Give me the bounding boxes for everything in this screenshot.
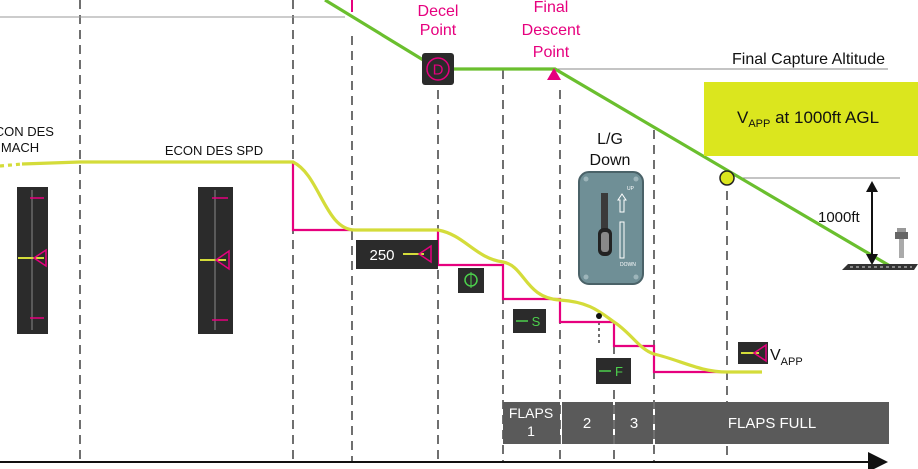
- vapp-1000-point: [719, 170, 735, 186]
- vapp-label: VAPP: [770, 347, 803, 368]
- vapp-1000-box: [704, 82, 918, 156]
- lg-down-label-2: Down: [590, 152, 631, 169]
- speed-curve-dotted: [0, 162, 23, 168]
- decel-point-label-1: Decel: [418, 3, 459, 20]
- flaps-segment-2: [562, 402, 613, 444]
- green-dot-marker: [458, 268, 484, 293]
- speed-250-value: 250: [369, 247, 394, 264]
- s-marker-letter: S: [532, 314, 541, 329]
- econ-des-spd-label: ECON DES SPD: [165, 143, 263, 158]
- height-1000ft-indicator: [866, 181, 878, 265]
- final-capture-altitude-label: Final Capture Altitude: [732, 51, 885, 68]
- final-descent-label-3: Point: [533, 44, 570, 61]
- final-descent-label-2: Descent: [522, 22, 581, 39]
- lever-up-label: UP: [627, 186, 635, 192]
- decel-point-label-2: Point: [420, 22, 457, 39]
- decel-marker-letter: D: [433, 62, 444, 79]
- speed-tape-middle: [198, 187, 233, 334]
- flaps-3-label: 3: [630, 415, 638, 432]
- flaps-segment-3: [615, 402, 653, 444]
- text-labels: Decel Point Final Descent Point Final Ca…: [0, 0, 885, 226]
- flaps-bar: FLAPS 1 2 3 FLAPS FULL: [503, 402, 889, 444]
- econ-des-mach-label-2: MACH: [1, 140, 39, 155]
- s-speed-marker: S: [513, 309, 546, 333]
- speed-250-box: 250: [356, 240, 438, 269]
- speed-tape-left: [17, 187, 48, 334]
- height-1000ft-label: 1000ft: [818, 209, 861, 226]
- econ-des-mach-label-1: ECON DES: [0, 124, 54, 139]
- speed-target-staircase: [80, 160, 727, 374]
- final-descent-triangle: [547, 68, 561, 80]
- flaps-full-label: FLAPS FULL: [728, 415, 816, 432]
- final-descent-label-1: Final: [534, 0, 569, 16]
- f-marker-letter: F: [615, 364, 623, 379]
- lever-down-label: DOWN: [620, 262, 636, 268]
- vapp-1000-label: VAPP at 1000ft AGL: [737, 108, 879, 130]
- lg-down-label-1: L/G: [597, 131, 623, 148]
- flaps-segment-full: [655, 402, 889, 444]
- decel-point-marker: D: [422, 53, 454, 85]
- vapp-marker: [738, 342, 768, 364]
- tower-icon: [895, 228, 908, 258]
- flight-path: [324, 0, 891, 268]
- runway-icon: [842, 264, 918, 270]
- flaps-2-label: 2: [583, 415, 591, 432]
- f-speed-marker: F: [596, 358, 631, 384]
- speed-curve: [21, 160, 762, 374]
- landing-gear-lever-panel: UP DOWN: [578, 171, 644, 285]
- lg-point: [596, 313, 602, 319]
- flaps-1-line2: 1: [527, 423, 535, 439]
- flaps-1-line1: FLAPS: [509, 405, 553, 421]
- flaps-segment-1: [503, 402, 560, 444]
